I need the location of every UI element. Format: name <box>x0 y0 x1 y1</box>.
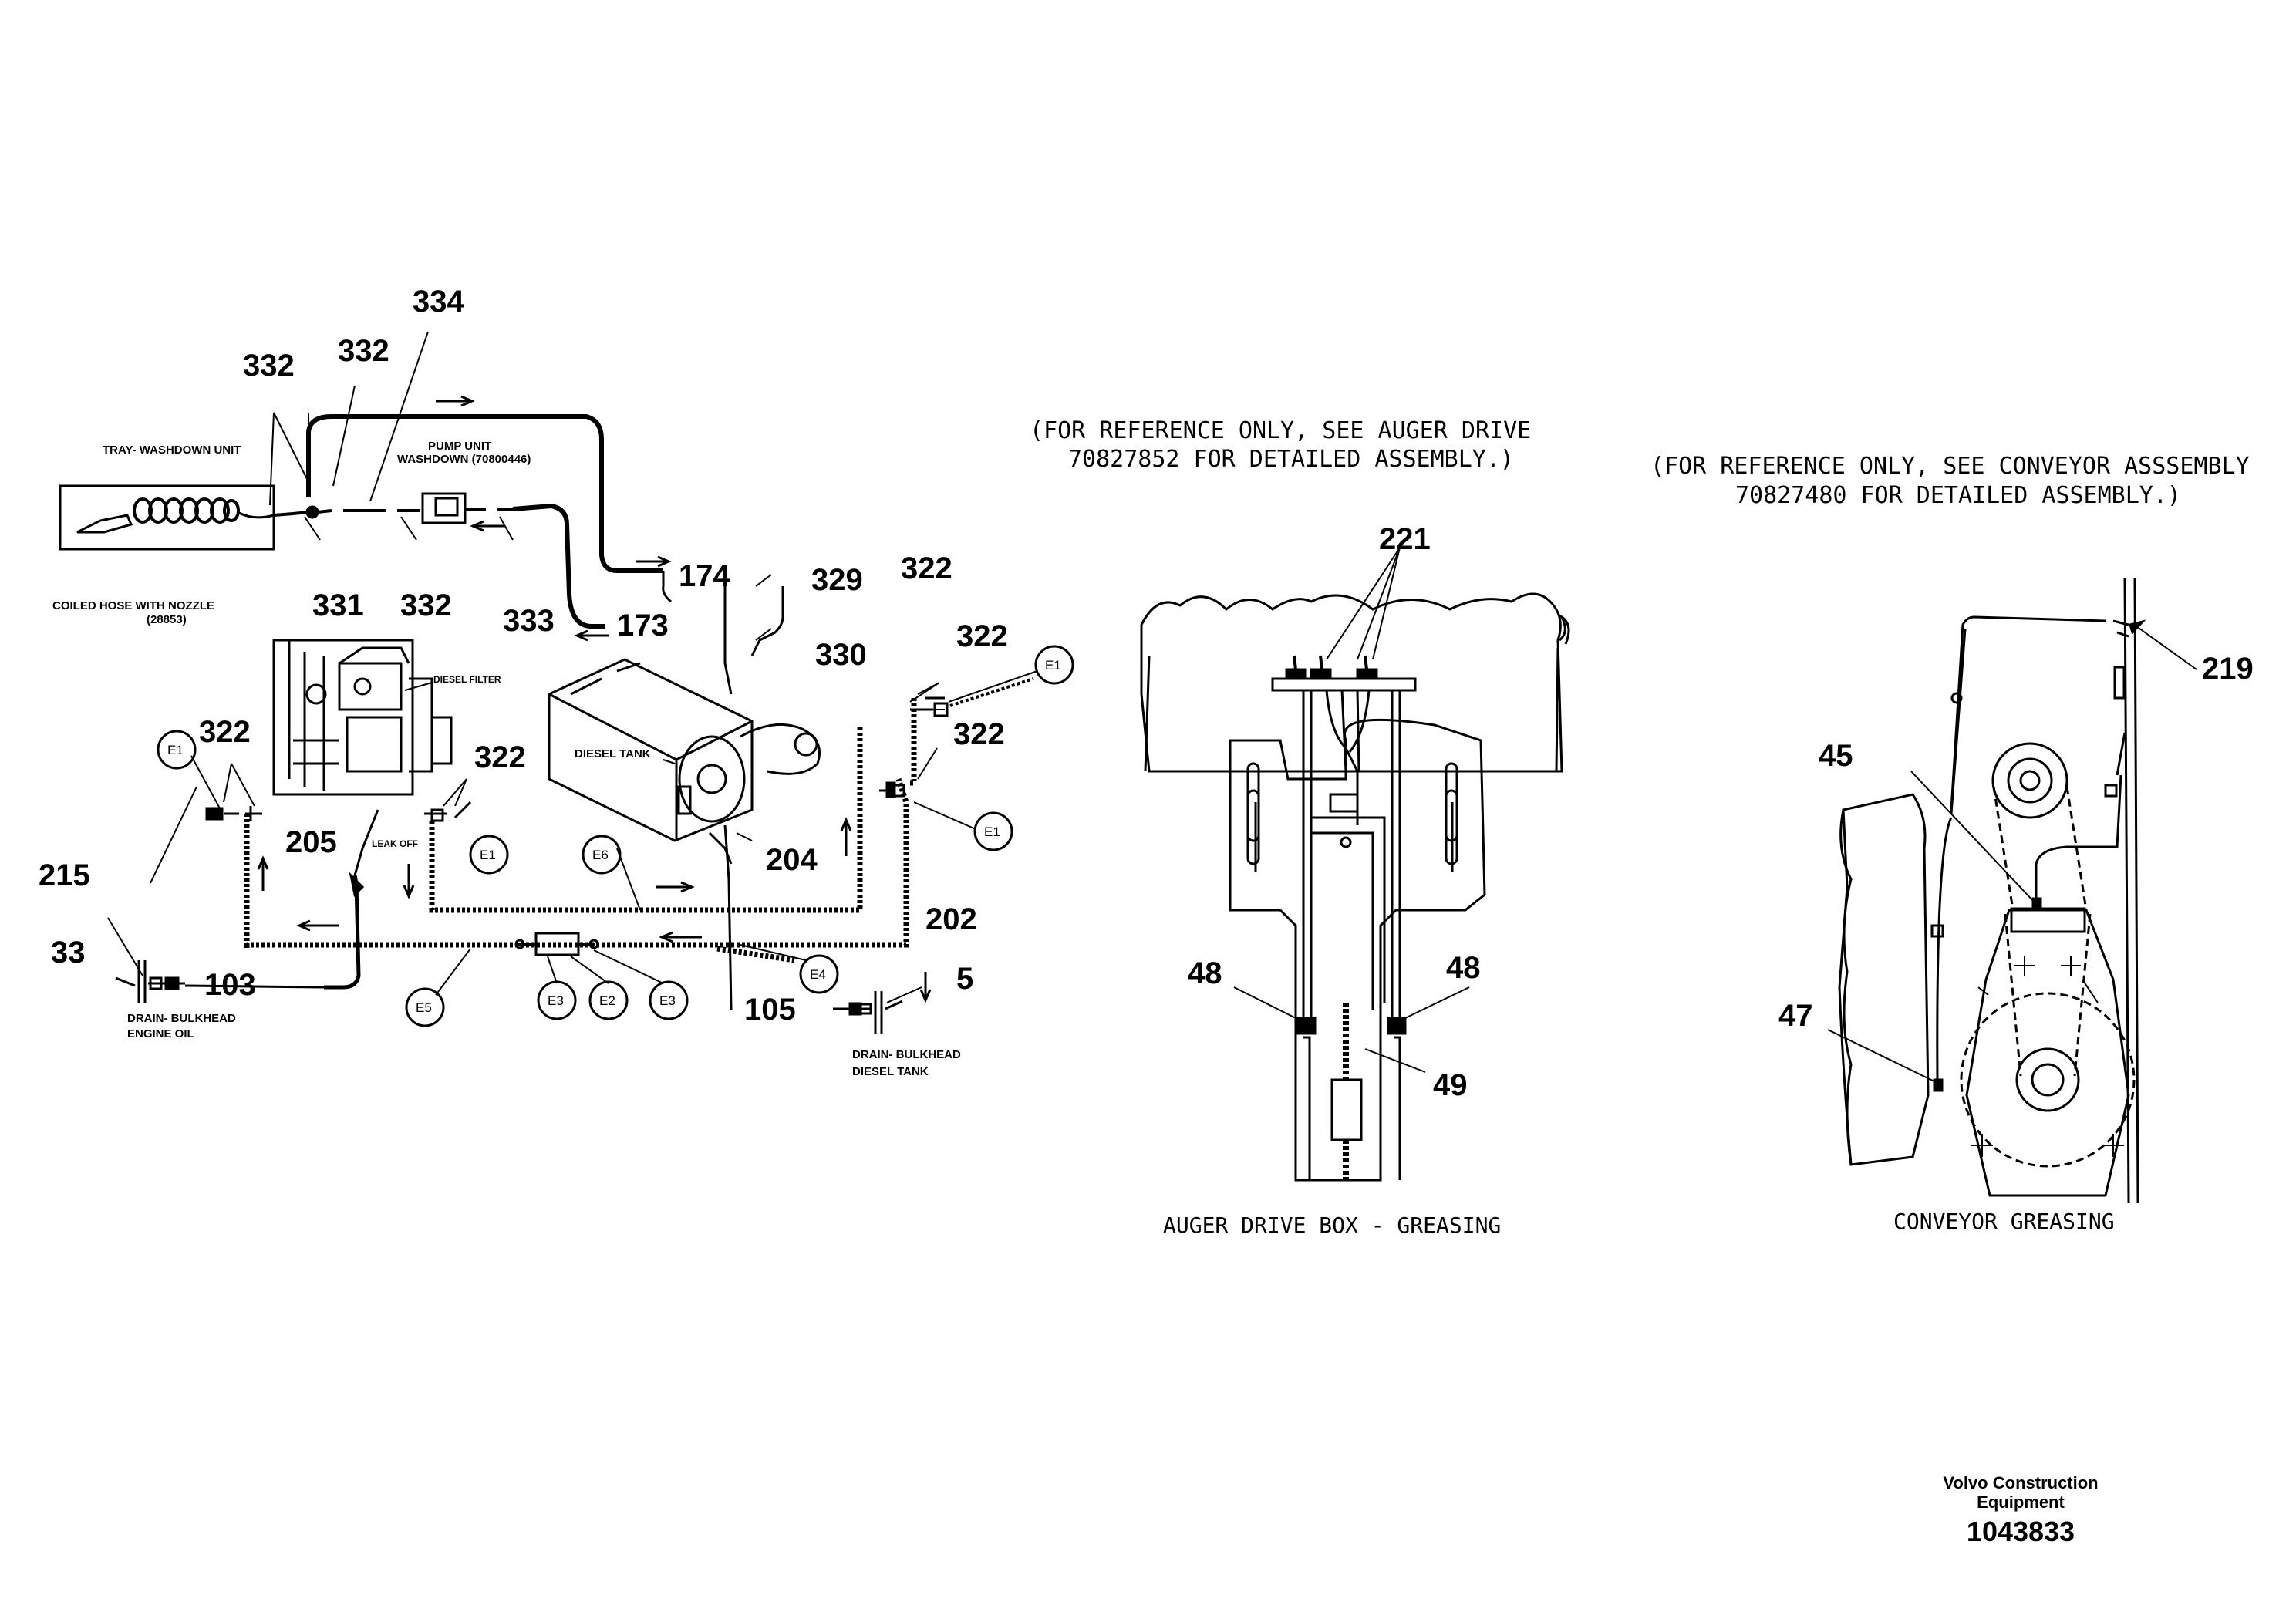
conveyor-greasing-diagram <box>1827 578 2197 1204</box>
callout-322: 322 <box>956 619 1008 653</box>
callout-49: 49 <box>1433 1068 1468 1102</box>
callout-202: 202 <box>925 902 977 936</box>
hose-label: (28853) <box>147 613 187 626</box>
auger-reference-note: (FOR REFERENCE ONLY, SEE AUGER DRIVE <box>1030 417 1531 444</box>
left-diagram-texts: 334 332 332 331 332 333 174 173 329 330 … <box>39 285 1061 1078</box>
callout-215: 215 <box>39 858 90 892</box>
circle-label-e4: E4 <box>810 967 826 982</box>
callout-103: 103 <box>204 968 256 1002</box>
callout-332: 332 <box>400 588 452 622</box>
callout-333: 333 <box>503 604 555 638</box>
callout-45: 45 <box>1819 739 1853 773</box>
circle-label-e5: E5 <box>416 1000 432 1015</box>
circle-label-e1: E1 <box>1045 658 1061 673</box>
callout-322: 322 <box>474 740 526 774</box>
pump-label: PUMP UNIT <box>428 440 491 453</box>
diesel-tank-label: DIESEL TANK <box>575 747 651 760</box>
callout-33: 33 <box>51 936 86 969</box>
callout-332: 332 <box>243 349 295 383</box>
drain-diesel-tank-label: DIESEL TANK <box>852 1065 929 1078</box>
right-diagram-texts: (FOR REFERENCE ONLY, SEE CONVEYOR ASSSEM… <box>1650 453 2254 1234</box>
circle-label-e1: E1 <box>480 848 496 862</box>
callout-219: 219 <box>2202 652 2254 686</box>
circle-label-e3: E3 <box>659 993 676 1008</box>
callout-322: 322 <box>901 551 952 585</box>
callout-331: 331 <box>312 588 364 622</box>
company-name: Volvo Construction <box>1943 1473 2098 1492</box>
auger-frame-outline <box>1140 592 1563 773</box>
pump-label: WASHDOWN (70800446) <box>397 453 531 466</box>
callout-204: 204 <box>766 843 818 877</box>
callout-205: 205 <box>285 825 337 859</box>
drain-diesel-tank-label: DRAIN- BULKHEAD <box>852 1048 961 1061</box>
callout-173: 173 <box>617 609 669 642</box>
drawing-number: 1043833 <box>1967 1516 2075 1547</box>
hose-label: COILED HOSE WITH NOZZLE <box>52 599 214 612</box>
washdown-tray <box>59 484 275 551</box>
callout-332: 332 <box>338 334 389 368</box>
auger-caption: AUGER DRIVE BOX - GREASING <box>1163 1212 1501 1238</box>
auger-drive-box-diagram <box>1140 547 1570 1182</box>
coiled-hose <box>133 497 240 524</box>
circle-label-e1: E1 <box>984 824 1000 839</box>
drain-engine-oil-label: ENGINE OIL <box>127 1027 194 1040</box>
conveyor-caption: CONVEYOR GREASING <box>1893 1209 2115 1234</box>
callout-105: 105 <box>744 993 796 1027</box>
washdown-fuel-system-diagram <box>59 331 1074 1034</box>
auger-reference-note: 70827852 FOR DETAILED ASSEMBLY.) <box>1068 446 1514 473</box>
reference-block: Volvo Construction Equipment 1043833 <box>1943 1473 2098 1547</box>
callout-48: 48 <box>1188 956 1222 990</box>
circle-label-e1: E1 <box>167 743 184 757</box>
callout-334: 334 <box>413 285 464 319</box>
grease-manifold <box>1271 677 1417 692</box>
circle-label-e6: E6 <box>592 848 609 862</box>
tray-label: TRAY- WASHDOWN UNIT <box>103 443 241 457</box>
callout-322: 322 <box>953 717 1005 751</box>
callout-330: 330 <box>815 638 867 672</box>
circle-label-e3: E3 <box>548 993 564 1008</box>
callout-48: 48 <box>1446 951 1481 985</box>
engine-block <box>272 639 453 796</box>
callout-47: 47 <box>1778 999 1813 1033</box>
company-name: Equipment <box>1977 1492 2065 1512</box>
drain-engine-oil-label: DRAIN- BULKHEAD <box>127 1012 236 1025</box>
conveyor-reference-note: 70827480 FOR DETAILED ASSEMBLY.) <box>1735 482 2181 509</box>
callout-329: 329 <box>811 563 863 597</box>
callout-5: 5 <box>956 962 973 996</box>
diesel-tank <box>548 658 821 842</box>
callout-174: 174 <box>679 559 730 593</box>
conveyor-reference-note: (FOR REFERENCE ONLY, SEE CONVEYOR ASSSEM… <box>1650 453 2250 480</box>
callout-221: 221 <box>1379 522 1431 556</box>
leak-off-label: LEAK OFF <box>372 838 418 849</box>
middle-diagram-texts: (FOR REFERENCE ONLY, SEE AUGER DRIVE 708… <box>1030 417 1531 1238</box>
circle-label-e2: E2 <box>599 993 615 1008</box>
diesel-filter-label: DIESEL FILTER <box>433 674 501 685</box>
callout-322: 322 <box>199 715 251 749</box>
